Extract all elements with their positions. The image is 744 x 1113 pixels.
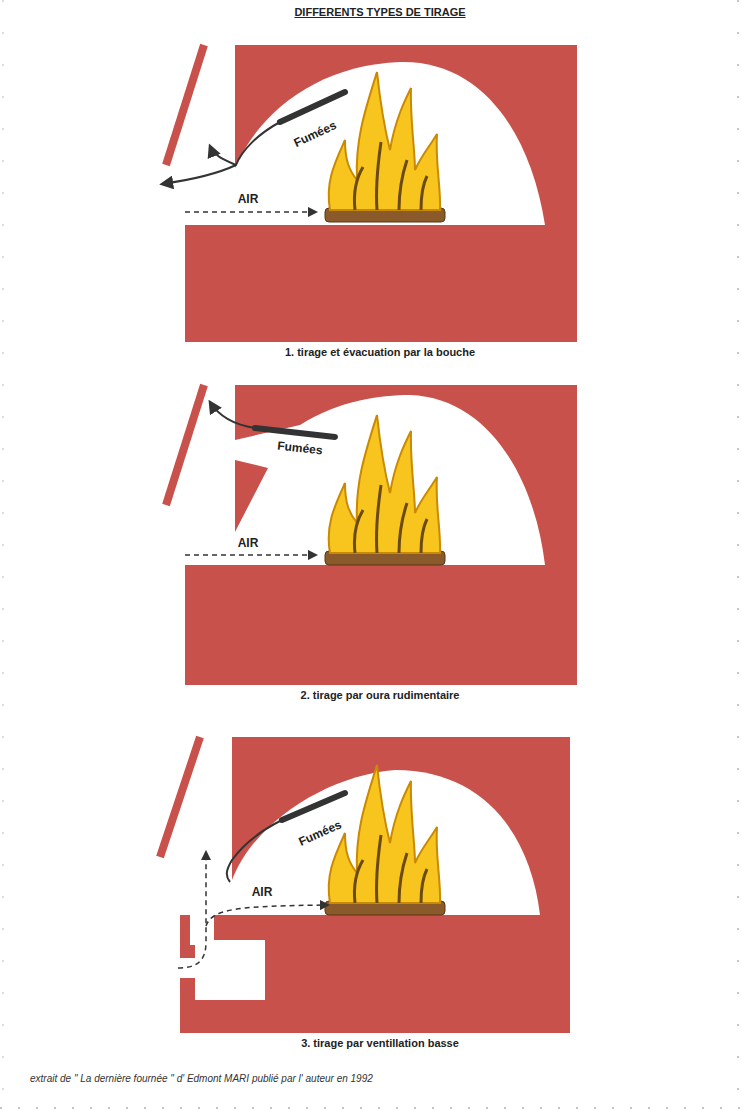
- air-label: AIR: [252, 885, 273, 899]
- oven-low-ventilation: [160, 737, 570, 1033]
- panel-caption: 2. tirage par oura rudimentaire: [301, 689, 460, 701]
- air-label: AIR: [238, 192, 259, 206]
- oven-rudimentary-oura: [166, 385, 577, 685]
- page-edge: [0, 1108, 744, 1109]
- diagram-title: DIFFERENTS TYPES DE TIRAGE: [294, 6, 465, 18]
- page-edge: [3, 0, 4, 1108]
- oven-mouth-draft: [162, 45, 577, 342]
- panel-caption: 3. tirage par ventillation basse: [301, 1037, 459, 1049]
- source-caption: extrait de " La dernière fournée " d' Ed…: [30, 1073, 373, 1084]
- air-label: AIR: [238, 536, 259, 550]
- panel-caption: 1. tirage et évacuation par la bouche: [285, 346, 475, 358]
- page-edge: [738, 0, 739, 1108]
